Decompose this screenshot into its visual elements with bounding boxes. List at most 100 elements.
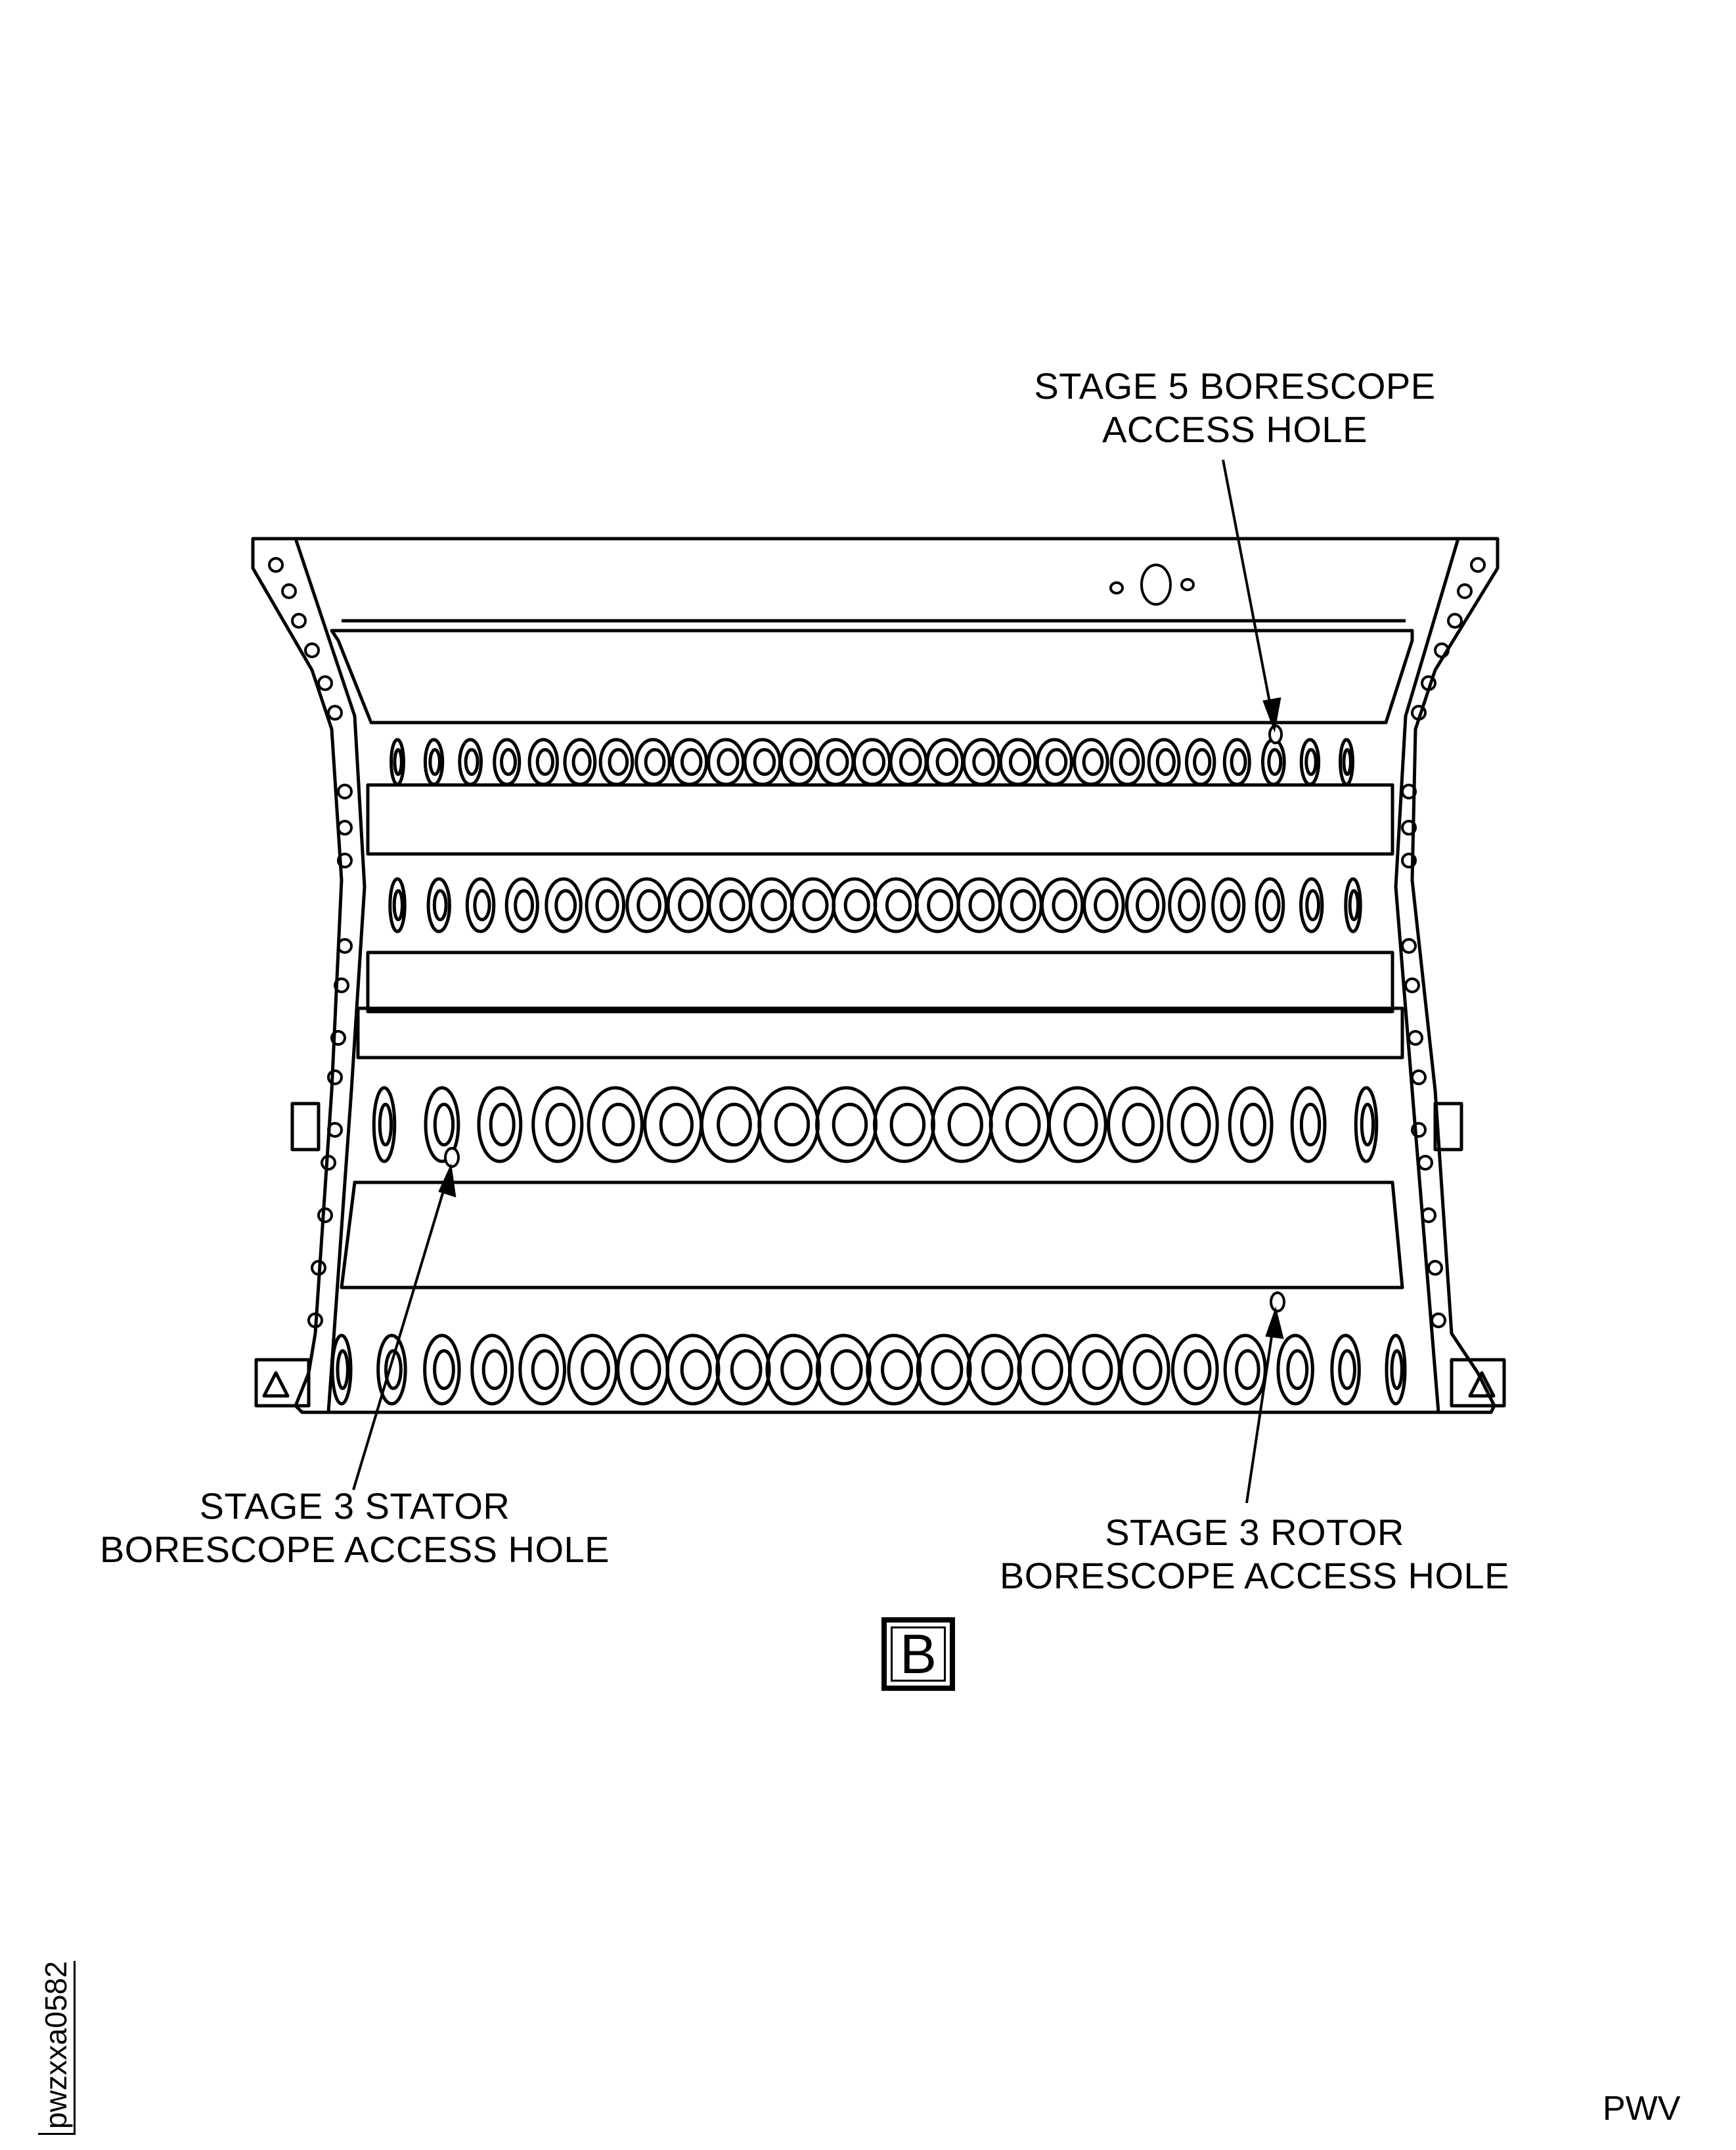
port-outer-ring [1107,1086,1164,1163]
port-outer-ring [372,1086,397,1163]
port-inner-ring [464,748,479,776]
flange-bolt-hole [337,784,353,799]
left-boss [290,1102,321,1152]
stage3-stator-callout-line2: BORESCOPE ACCESS HOLE [99,1529,610,1570]
port-inner-ring [1184,1349,1212,1391]
flange-bolt-hole [268,557,284,573]
stage3-stator-arrowhead [438,1163,456,1198]
flange-bolt-hole [330,1030,346,1046]
port-outer-ring [1167,1086,1219,1163]
top-boss-hole [1140,564,1172,606]
left-flange-edge [294,538,367,1413]
port-outer-ring [634,738,671,786]
port-inner-ring [531,1349,559,1391]
port-inner-ring [774,1102,811,1147]
port-outer-ring [1047,1086,1107,1163]
port-inner-ring [1094,889,1119,922]
port-inner-ring [935,748,959,776]
port-inner-ring [602,1102,635,1147]
port-inner-ring [1005,1102,1041,1147]
middle-band-3 [356,1006,1404,1060]
flange-bolt-hole [1401,853,1417,868]
stage5-callout-line1: STAGE 5 BORESCOPE [1034,365,1436,407]
flange-bolt-hole [304,642,320,658]
port-outer-ring [330,1333,353,1406]
port-inner-ring [981,1349,1013,1391]
flange-bolt-hole [1434,642,1450,658]
port-inner-ring [1342,748,1352,776]
port-outer-ring [531,1086,584,1163]
port-inner-ring [862,748,886,776]
port-inner-ring [595,889,619,922]
port-inner-ring [1239,1102,1267,1147]
port-inner-ring [1052,889,1078,922]
port-outer-ring [426,877,451,933]
port-inner-ring [802,889,829,922]
port-outer-ring [477,1086,523,1163]
port-outer-ring [1276,1333,1314,1406]
port-inner-ring [384,1349,403,1391]
stage3-stator-callout: STAGE 3 STATOR BORESCOPE ACCESS HOLE [79,1485,631,1571]
port-outer-ring [1299,738,1321,786]
port-inner-ring [1262,889,1281,922]
flange-bolt-hole [337,853,353,868]
stage3-rotor-access-hole [1270,1291,1285,1312]
port-inner-ring [1390,1349,1404,1391]
port-outer-ring [625,877,668,933]
source-code: PWV [1603,2090,1681,2128]
stage5-access-hole [1268,725,1283,744]
port-outer-ring [1255,877,1285,933]
port-inner-ring [1304,748,1318,776]
port-inner-ring [1122,1102,1155,1147]
flange-bolt-hole [1411,705,1427,721]
port-inner-ring [1348,889,1360,922]
flange-bolt-hole [1431,1312,1446,1328]
port-outer-ring [1228,1086,1274,1163]
port-outer-ring [916,1333,972,1406]
port-inner-ring [393,748,403,776]
port-inner-ring [514,889,535,922]
port-inner-ring [432,889,448,922]
port-outer-ring [376,1333,407,1406]
port-outer-ring [1330,1333,1361,1406]
flange-bolt-hole [317,1207,333,1223]
stage3-rotor-callout: STAGE 3 ROTOR BORESCOPE ACCESS HOLE [979,1511,1530,1598]
port-inner-ring [1305,889,1321,922]
port-inner-ring [889,1102,926,1147]
port-outer-ring [585,877,626,933]
flange-bolt-hole [1447,613,1463,629]
port-inner-ring [433,1349,455,1391]
port-inner-ring [680,748,703,776]
port-inner-ring [753,748,776,776]
port-inner-ring [644,748,666,776]
port-inner-ring [1230,748,1247,776]
right-flange-edge [1394,538,1460,1413]
port-outer-ring [815,1333,872,1406]
port-inner-ring [826,748,849,776]
port-inner-ring [1267,748,1283,776]
port-outer-ring [527,738,559,786]
port-inner-ring [636,889,661,922]
port-inner-ring [1155,748,1176,776]
port-outer-ring [423,1333,461,1406]
port-inner-ring [1119,748,1140,776]
flange-bolt-holes [268,557,1486,1328]
port-outer-ring [587,1086,644,1163]
port-inner-ring [761,889,788,922]
port-outer-ring [1385,1333,1407,1406]
port-outer-ring [1073,738,1109,786]
flange-bolt-hole [334,977,349,993]
port-inner-ring [1031,1349,1063,1391]
port-inner-ring [843,889,870,922]
port-outer-ring [1170,1333,1219,1406]
flange-bolt-hole [1411,1069,1427,1085]
port-inner-ring [473,889,491,922]
stage5-callout-line2: ACCESS HOLE [1102,409,1368,450]
port-outer-ring [1119,1333,1170,1406]
flange-bolt-hole [327,705,343,721]
port-outer-ring [1299,877,1324,933]
port-outer-ring [998,738,1037,786]
port-inner-ring [717,748,740,776]
port-inner-ring [947,1102,983,1147]
port-outer-ring [424,1086,460,1163]
